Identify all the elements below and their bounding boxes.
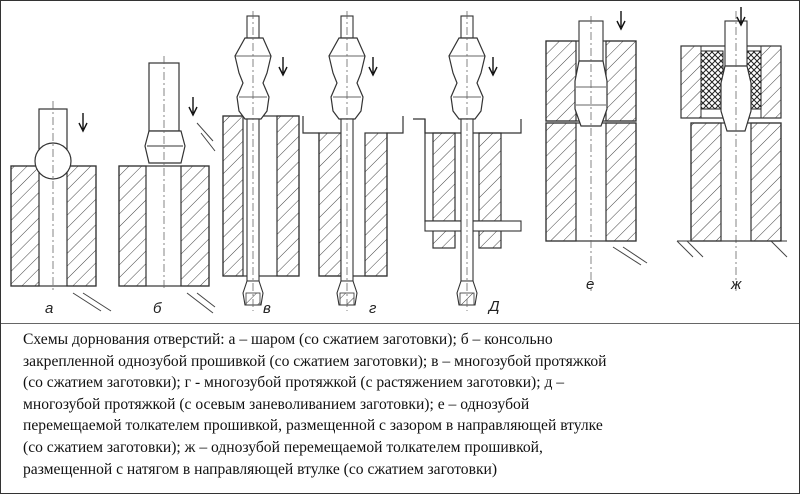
label-zh: ж: [730, 276, 742, 293]
caption-divider: [1, 323, 799, 324]
label-b: б: [153, 300, 162, 317]
caption-line: перемещаемой толкателем прошивкой, разме…: [23, 417, 603, 435]
label-e: е: [586, 276, 594, 293]
caption-line: (со сжатием заготовки); ж – однозубой пе…: [23, 438, 543, 456]
scheme-g: [302, 11, 404, 311]
caption-line: размещенной с натягом в направляющей вту…: [23, 460, 498, 478]
caption-line: (со сжатием заготовки); г - многозубой п…: [23, 374, 565, 392]
label-d: Д: [487, 298, 500, 315]
label-g: г: [369, 300, 377, 317]
caption-line: Схемы дорнования отверстий: а – шаром (с…: [23, 331, 553, 348]
scheme-v: [222, 11, 300, 311]
scheme-b: [118, 56, 216, 314]
label-v: в: [263, 300, 271, 317]
figure-caption: Схемы дорнования отверстий: а – шаром (с…: [23, 329, 783, 480]
caption-line: многозубой протяжкой (с осевым заневолив…: [23, 395, 530, 413]
label-a: а: [45, 300, 53, 317]
scheme-d: [413, 11, 522, 311]
mandrelling-schemes-diagram: а б в г Д е ж: [10, 7, 788, 317]
scheme-a: [10, 101, 112, 312]
caption-line: закрепленной однозубой прошивкой (со сжа…: [23, 352, 607, 370]
scheme-e: [545, 11, 648, 291]
scheme-zh: [676, 7, 788, 291]
